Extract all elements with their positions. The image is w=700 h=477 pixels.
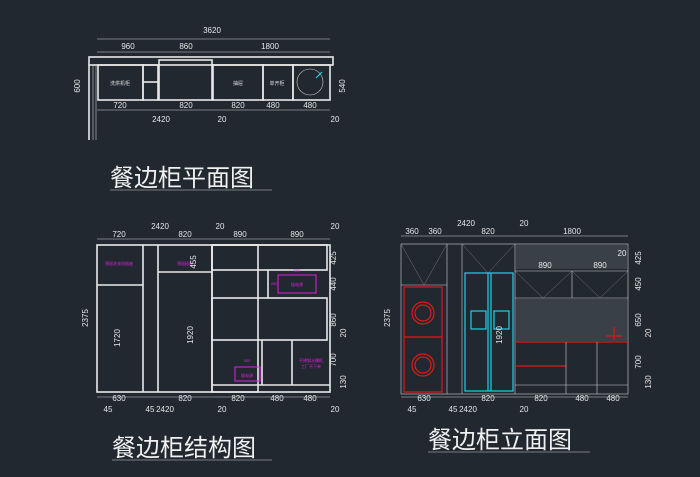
dim: 20 <box>618 249 627 258</box>
label: 抽屉 <box>233 80 243 87</box>
note: 预留洗衣机插座 <box>105 260 133 266</box>
dim: 860 <box>179 42 193 51</box>
dim: 1800 <box>261 42 279 51</box>
dim: 2375 <box>383 309 392 327</box>
fridge-icon <box>464 272 514 392</box>
elevation-view: 360 360 2420 820 20 1800 890 890 20 2375… <box>383 219 653 454</box>
note: 工厂不下单 <box>301 363 321 369</box>
dim: 720 <box>113 101 127 110</box>
note: 预留插座 <box>177 260 193 266</box>
glass-shelf <box>516 245 627 269</box>
dim: 820 <box>231 394 245 403</box>
dim: 130 <box>644 375 653 389</box>
dim: 2420 <box>457 219 475 228</box>
dim: 480 <box>270 394 284 403</box>
dim: 300 <box>244 358 251 363</box>
dim: 20 <box>520 219 529 228</box>
plan-view: 3620 960 860 1800 洗烘机柜 抽屉 单开柜 720 2420 8… <box>73 26 347 192</box>
dim: 20 <box>216 222 225 231</box>
dim: 720 <box>112 230 126 239</box>
dim: 425 <box>634 251 643 265</box>
dim: 20 <box>644 328 653 337</box>
dim: 890 <box>290 230 304 239</box>
dim: 2420 <box>152 115 170 124</box>
label: 单开柜 <box>269 80 284 87</box>
sink-icon <box>296 68 324 96</box>
dim: 45 <box>449 405 458 414</box>
tall-cabinet <box>158 59 213 101</box>
dim: 45 <box>408 405 417 414</box>
dim: 2420 <box>459 405 477 414</box>
glass-shelf <box>211 297 328 341</box>
dim: 890 <box>593 261 607 270</box>
dim: 2375 <box>81 309 90 327</box>
dim: 480 <box>575 394 589 403</box>
dim: 820 <box>178 394 192 403</box>
dim: 480 <box>606 394 620 403</box>
dim: 45 <box>104 405 113 414</box>
dim: 600 <box>73 79 82 93</box>
dim: 630 <box>112 394 126 403</box>
glass-shelf <box>516 299 627 341</box>
dim: 890 <box>538 261 552 270</box>
dim: 450 <box>634 277 643 291</box>
dim: 820 <box>534 394 548 403</box>
dim: 360 <box>405 227 419 236</box>
label: 洗烘机柜 <box>110 80 130 87</box>
dim: 130 <box>339 375 348 389</box>
note: 不锈钢水槽柜 <box>299 357 323 363</box>
structure-title: 餐边柜结构图 <box>112 435 256 462</box>
dim: 630 <box>417 394 431 403</box>
dim: 45 <box>146 405 155 414</box>
note: 插电源 <box>241 372 253 378</box>
dim: 890 <box>233 230 247 239</box>
dim: 20 <box>339 328 348 337</box>
dim: 700 <box>634 355 643 369</box>
dim: 425 <box>329 251 338 265</box>
dim: 455 <box>189 255 198 269</box>
glass-shelf <box>211 244 328 271</box>
dim: 360 <box>428 227 442 236</box>
dim: 280 <box>271 281 278 286</box>
dim: 650 <box>634 313 643 327</box>
dim: 820 <box>179 101 193 110</box>
dim: 860 <box>329 313 338 327</box>
dim: 820 <box>231 101 245 110</box>
dim: 960 <box>121 42 135 51</box>
dim: 20 <box>331 222 340 231</box>
faucet-icon <box>606 327 622 340</box>
dim: 1720 <box>113 329 122 347</box>
dim: 20 <box>218 115 227 124</box>
dim: 1920 <box>495 326 504 344</box>
countertop <box>88 56 334 66</box>
dim: 820 <box>481 394 495 403</box>
dim: 20 <box>331 405 340 414</box>
dim: 2420 <box>156 405 174 414</box>
dim: 480 <box>303 394 317 403</box>
dim: 440 <box>329 277 338 291</box>
structure-view: 720 2420 820 20 890 890 20 预留洗衣机插座 预留插座 … <box>81 222 348 462</box>
dim: 1800 <box>563 227 581 236</box>
dim: 20 <box>520 405 529 414</box>
dim: 480 <box>266 101 280 110</box>
dim: 2420 <box>151 222 169 231</box>
dim: 500 <box>294 268 301 273</box>
dim: 20 <box>218 405 227 414</box>
dim: 700 <box>329 353 338 367</box>
washer-dryer-icon <box>403 286 443 393</box>
dim-total: 3620 <box>203 26 221 35</box>
plan-title: 餐边柜平面图 <box>110 165 254 192</box>
dim: 480 <box>303 101 317 110</box>
note: 插电源 <box>291 281 303 287</box>
dim: 820 <box>481 227 495 236</box>
dim: 1920 <box>186 326 195 344</box>
elevation-title: 餐边柜立面图 <box>428 427 572 454</box>
dim: 820 <box>178 230 192 239</box>
dim: 20 <box>331 115 340 124</box>
dim: 540 <box>338 79 347 93</box>
